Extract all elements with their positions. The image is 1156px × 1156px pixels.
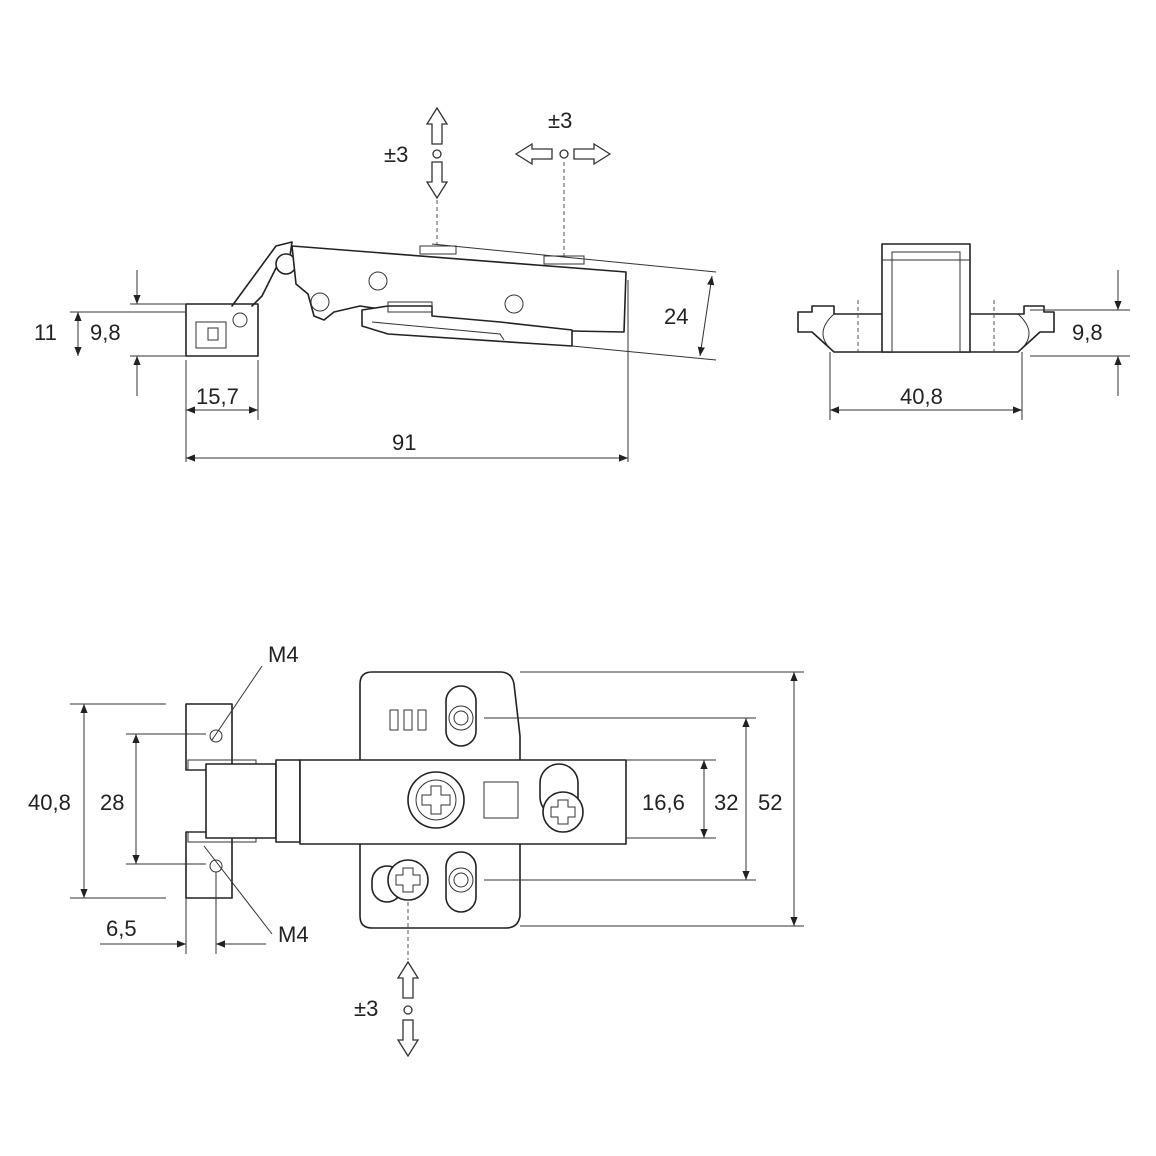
- dim-9-8-label: 9,8: [90, 320, 121, 345]
- thread-m4-bottom-label: M4: [278, 922, 309, 947]
- end-dim-9-8-label: 9,8: [1072, 320, 1103, 345]
- top-mount-upper: [185, 703, 233, 771]
- arm-square-cam: [483, 781, 519, 819]
- side-adj-horizontal-label: ±3: [548, 108, 572, 133]
- dim-11-label: 11: [34, 320, 57, 345]
- horizontal-adjust-arrows: [514, 142, 612, 256]
- dim-24-label: 24: [664, 304, 688, 329]
- top-hinge-link: [205, 763, 277, 839]
- top-dim-52-label: 52: [758, 790, 782, 815]
- side-mount-block: [185, 303, 259, 357]
- m4-hole-top: [209, 729, 223, 743]
- top-dim-32-label: 32: [714, 790, 738, 815]
- top-dim-28-label: 28: [100, 790, 124, 815]
- side-adj-vertical-label: ±3: [384, 142, 408, 167]
- top-view: ±3 40,8 28 6,5 M4 M4 16,6 32: [28, 642, 804, 1058]
- top-adj-vertical-label: ±3: [354, 996, 378, 1021]
- plate-slot-bottom: [445, 851, 477, 913]
- dim-15-7-label: 15,7: [196, 384, 239, 409]
- end-view: 9,8 40,8: [797, 243, 1130, 420]
- side-arm-body: [291, 245, 627, 333]
- top-dim-6-5-label: 6,5: [106, 916, 137, 941]
- dim-91-label: 91: [392, 430, 416, 455]
- vertical-adjust-arrows: [425, 106, 449, 244]
- plate-slot-top: [445, 685, 477, 747]
- side-mount-plate: [361, 305, 573, 347]
- side-mount-pin: [232, 312, 248, 328]
- top-dim-16-6-label: 16,6: [642, 790, 685, 815]
- top-vertical-adjust-arrows: [396, 902, 420, 1058]
- end-dim-40-8-label: 40,8: [900, 384, 943, 409]
- side-mount-slot: [195, 321, 227, 349]
- plate-screw-left: [371, 859, 429, 903]
- side-view: 11 9,8 15,7 91 24 ±3 ±3: [34, 106, 717, 462]
- top-dim-40-8-label: 40,8: [28, 790, 71, 815]
- arm-screw-right: [539, 763, 584, 833]
- top-mount-lower: [185, 831, 233, 899]
- thread-m4-top-label: M4: [268, 642, 299, 667]
- arm-screw-center: [407, 771, 465, 829]
